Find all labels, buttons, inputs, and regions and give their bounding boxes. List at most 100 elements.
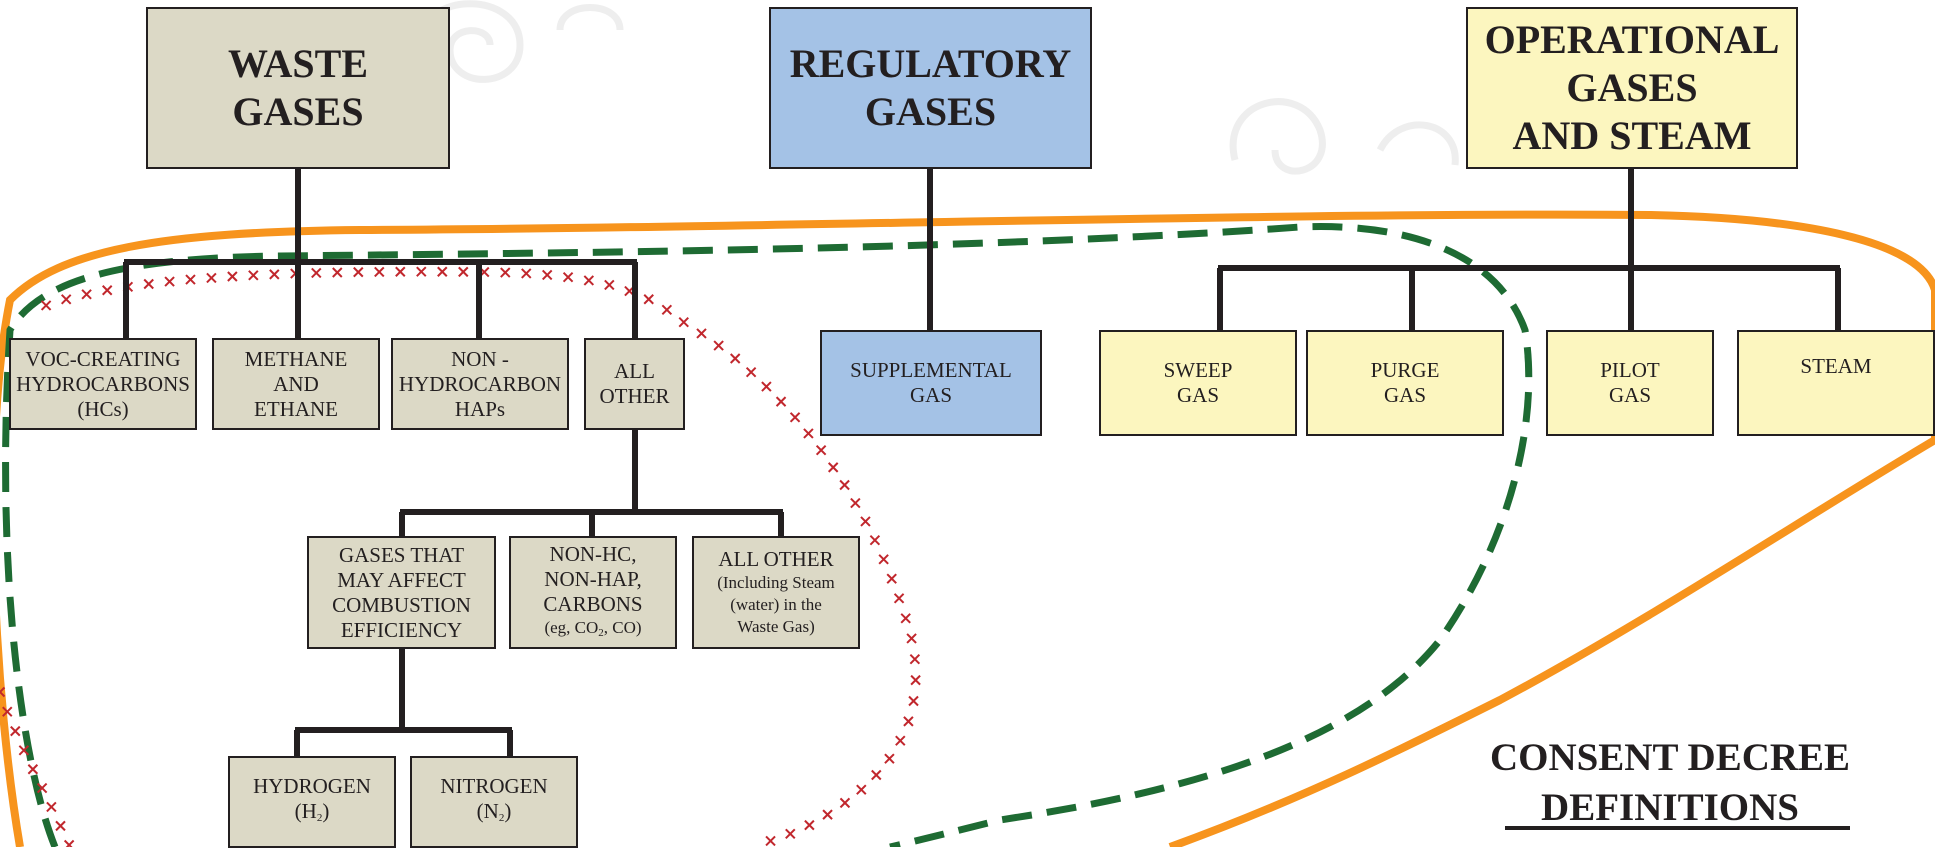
title-underline xyxy=(1505,826,1850,830)
red-cross-mark xyxy=(765,835,776,847)
n2-subscript: 2 xyxy=(498,811,505,824)
supplemental-line-2: GAS xyxy=(909,383,952,407)
title-line-1: CONSENT DECREE xyxy=(1489,736,1851,779)
red-cross-mark xyxy=(856,784,867,795)
red-cross-mark xyxy=(55,820,66,832)
sweep-line-2: GAS xyxy=(1176,383,1219,407)
nonhc-haps-line-1: NON - xyxy=(451,346,509,371)
red-cross-mark xyxy=(822,809,833,820)
co2-suffix: , CO) xyxy=(603,617,642,637)
red-cross-mark xyxy=(804,819,815,831)
red-cross-mark xyxy=(893,593,905,604)
h2-suffix: ) xyxy=(322,798,330,823)
red-cross-mark xyxy=(10,725,21,737)
red-cross-mark xyxy=(0,690,6,698)
red-cross-mark xyxy=(27,764,39,775)
red-cross-mark xyxy=(761,381,772,392)
red-cross-mark xyxy=(878,554,889,565)
methane-line-3: ETHANE xyxy=(254,396,338,421)
red-cross-mark xyxy=(248,270,259,281)
red-cross-mark xyxy=(0,686,6,694)
steam-box: STEAM xyxy=(1737,330,1935,436)
nitrogen-box: NITROGEN (N2) xyxy=(410,756,578,848)
h2-subscript: 2 xyxy=(316,811,323,824)
red-cross-mark xyxy=(521,268,532,279)
connector-lines xyxy=(123,168,1841,758)
hydrogen-name: HYDROGEN xyxy=(253,773,371,798)
red-cross-mark xyxy=(871,769,882,781)
purge-gas-box: PURGE GAS xyxy=(1306,330,1504,436)
red-cross-mark xyxy=(60,294,72,305)
red-cross-mark xyxy=(900,613,911,624)
red-cross-mark xyxy=(185,274,196,285)
h2-prefix: (H xyxy=(294,798,317,823)
all-other-steam-box: ALL OTHER (Including Steam (water) in th… xyxy=(692,536,860,649)
red-cross-mark xyxy=(36,782,48,794)
voc-line-1: VOC-CREATING xyxy=(25,346,181,371)
operational-gases-line-3: AND STEAM xyxy=(1512,113,1752,158)
waste-gases-line-2: GASES xyxy=(232,89,364,134)
red-cross-marks xyxy=(0,266,921,847)
red-cross-mark xyxy=(678,317,689,328)
red-cross-mark xyxy=(541,269,553,281)
red-cross-mark xyxy=(416,266,427,277)
red-cross-mark xyxy=(827,462,839,473)
nonhc-haps-line-2: HYDROCARBON xyxy=(398,371,562,396)
all-other-line-2: OTHER xyxy=(599,384,670,408)
red-cross-mark xyxy=(269,269,280,280)
supplemental-gas-box: SUPPLEMENTAL GAS xyxy=(820,330,1042,436)
combustion-line-2: MAY AFFECT xyxy=(337,567,466,592)
red-cross-mark xyxy=(583,275,595,286)
methane-line-2: AND xyxy=(273,371,319,396)
nonhc-nonhap-line-1: NON-HC, xyxy=(549,541,637,566)
operational-gases-line-2: GASES xyxy=(1566,65,1698,110)
supplemental-line-1: SUPPLEMENTAL xyxy=(850,358,1012,382)
all-other-line-1: ALL xyxy=(614,359,655,383)
operational-gases-line-1: OPERATIONAL xyxy=(1484,17,1780,62)
red-cross-mark xyxy=(839,479,850,491)
non-hc-non-hap-carbons-box: NON-HC, NON-HAP, CARBONS (eg, CO2, CO) xyxy=(509,536,677,649)
hydrogen-box: HYDROGEN (H2) xyxy=(228,756,396,848)
methane-ethane-box: METHANE AND ETHANE xyxy=(212,338,380,430)
red-cross-mark xyxy=(785,828,796,840)
voc-hydrocarbons-box: VOC-CREATING HYDROCARBONS (HCs) xyxy=(9,338,197,430)
sweep-line-1: SWEEP xyxy=(1163,358,1233,382)
red-cross-mark xyxy=(143,278,154,290)
regulatory-gases-line-2: GASES xyxy=(864,89,997,134)
red-cross-mark xyxy=(40,300,52,311)
pilot-gas-box: PILOT GAS xyxy=(1546,330,1714,436)
green-dashed-outline xyxy=(2,223,1533,847)
purge-line-2: GAS xyxy=(1383,383,1426,407)
red-cross-mark xyxy=(206,272,217,284)
red-cross-mark xyxy=(562,271,574,283)
voc-line-3: (HCs) xyxy=(77,396,129,421)
orange-outline xyxy=(0,210,1935,847)
n2-suffix: ) xyxy=(504,798,512,823)
co2-prefix: (eg, CO xyxy=(544,617,599,637)
all-other-steam-line-4: Waste Gas) xyxy=(737,617,815,636)
red-cross-mark xyxy=(2,706,13,717)
nitrogen-name: NITROGEN xyxy=(440,773,548,798)
red-cross-mark xyxy=(18,745,30,756)
regulatory-gases-line-1: REGULATORY xyxy=(789,41,1072,86)
pilot-line-1: PILOT xyxy=(1600,358,1660,382)
red-cross-mark xyxy=(903,716,914,727)
all-other-steam-line-2: (Including Steam xyxy=(717,573,835,592)
red-cross-mark xyxy=(909,653,921,665)
red-cross-mark xyxy=(908,695,919,707)
red-cross-mark xyxy=(437,266,448,277)
pilot-line-2: GAS xyxy=(1608,383,1651,407)
red-cross-mark xyxy=(850,497,861,509)
waste-gases-box: WASTE GASES xyxy=(146,7,450,169)
red-cross-mark xyxy=(729,353,741,364)
red-cross-mark xyxy=(745,366,757,378)
red-cross-mark xyxy=(910,674,921,686)
background-swirls xyxy=(416,0,1459,175)
all-other-box: ALL OTHER xyxy=(584,338,685,430)
consent-decree-title: CONSENT DECREE DEFINITIONS xyxy=(1470,733,1870,833)
nonhc-nonhap-example: (eg, CO2, CO) xyxy=(544,617,641,644)
n2-prefix: (N xyxy=(476,798,499,823)
red-cross-mark xyxy=(46,801,57,813)
voc-line-2: HYDROCARBONS xyxy=(16,371,190,396)
co2-subscript: 2 xyxy=(598,626,604,639)
